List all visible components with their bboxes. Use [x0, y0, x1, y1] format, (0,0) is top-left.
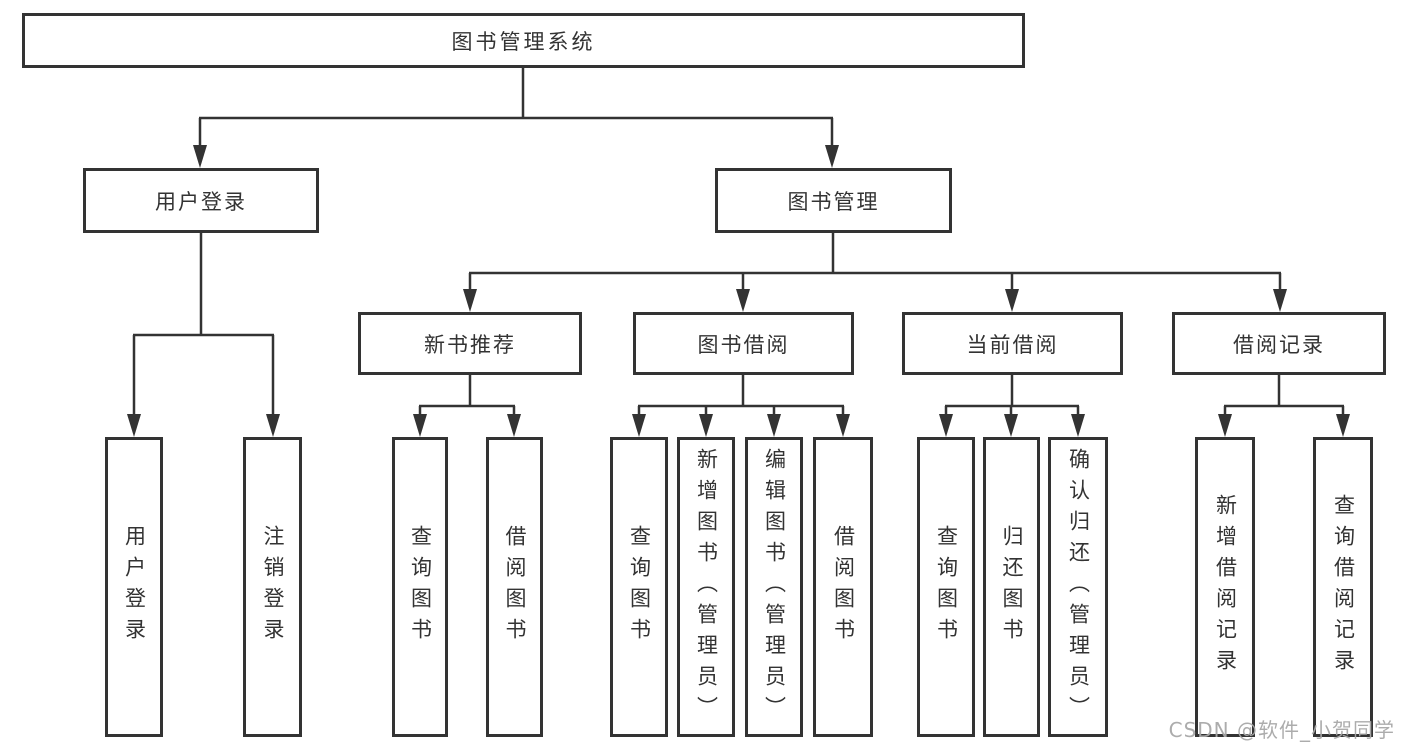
leaf-recommend-borrow-books: 借阅图书: [486, 437, 543, 737]
leaf-records-query-record: 查询借阅记录: [1313, 437, 1373, 737]
node-borrow-records: 借阅记录: [1172, 312, 1386, 375]
leaf-borrow-edit-books-admin: 编辑图书（管理员）: [745, 437, 803, 737]
leaf-current-confirm-return-admin: 确认归还（管理员）: [1048, 437, 1108, 737]
leaf-borrow-edit-books-admin-label: 编辑图书（管理员）: [762, 447, 787, 727]
leaf-logout-label: 注销登录: [261, 525, 285, 649]
node-book-management-label: 图书管理: [787, 189, 880, 214]
leaf-current-return-books-label: 归还图书: [1000, 525, 1024, 649]
leaf-records-query-record-label: 查询借阅记录: [1331, 494, 1356, 680]
node-root: 图书管理系统: [22, 13, 1025, 68]
leaf-current-confirm-return-admin-label: 确认归还（管理员）: [1066, 447, 1091, 727]
node-book-borrow-label: 图书借阅: [697, 332, 790, 357]
leaf-logout: 注销登录: [243, 437, 302, 737]
node-current-borrow: 当前借阅: [902, 312, 1123, 375]
node-borrow-records-label: 借阅记录: [1233, 332, 1325, 357]
leaf-recommend-query-books: 查询图书: [392, 437, 448, 737]
leaf-recommend-query-books-label: 查询图书: [408, 525, 433, 649]
node-root-label: 图书管理系统: [451, 29, 596, 54]
leaf-records-add-record-label: 新增借阅记录: [1213, 494, 1238, 680]
leaf-borrow-query-books: 查询图书: [610, 437, 668, 737]
leaf-borrow-borrow-books: 借阅图书: [813, 437, 873, 737]
node-book-borrow: 图书借阅: [633, 312, 854, 375]
leaf-borrow-query-books-label: 查询图书: [627, 525, 652, 649]
node-new-book-recommend-label: 新书推荐: [424, 332, 516, 357]
node-new-book-recommend: 新书推荐: [358, 312, 582, 375]
csdn-watermark: CSDN @软件_小贺同学: [1168, 718, 1395, 742]
leaf-current-query-books: 查询图书: [917, 437, 975, 737]
leaf-records-add-record: 新增借阅记录: [1195, 437, 1255, 737]
leaf-user-login-label: 用户登录: [122, 525, 147, 649]
node-current-borrow-label: 当前借阅: [966, 332, 1059, 357]
node-user-login-label: 用户登录: [155, 189, 247, 214]
leaf-user-login: 用户登录: [105, 437, 163, 737]
leaf-recommend-borrow-books-label: 借阅图书: [503, 525, 527, 649]
leaf-current-query-books-label: 查询图书: [934, 525, 959, 649]
leaf-current-return-books: 归还图书: [983, 437, 1040, 737]
node-book-management: 图书管理: [715, 168, 952, 233]
leaf-borrow-borrow-books-label: 借阅图书: [831, 525, 856, 649]
leaf-borrow-add-books-admin: 新增图书（管理员）: [677, 437, 735, 737]
node-user-login: 用户登录: [83, 168, 319, 233]
leaf-borrow-add-books-admin-label: 新增图书（管理员）: [694, 447, 719, 727]
